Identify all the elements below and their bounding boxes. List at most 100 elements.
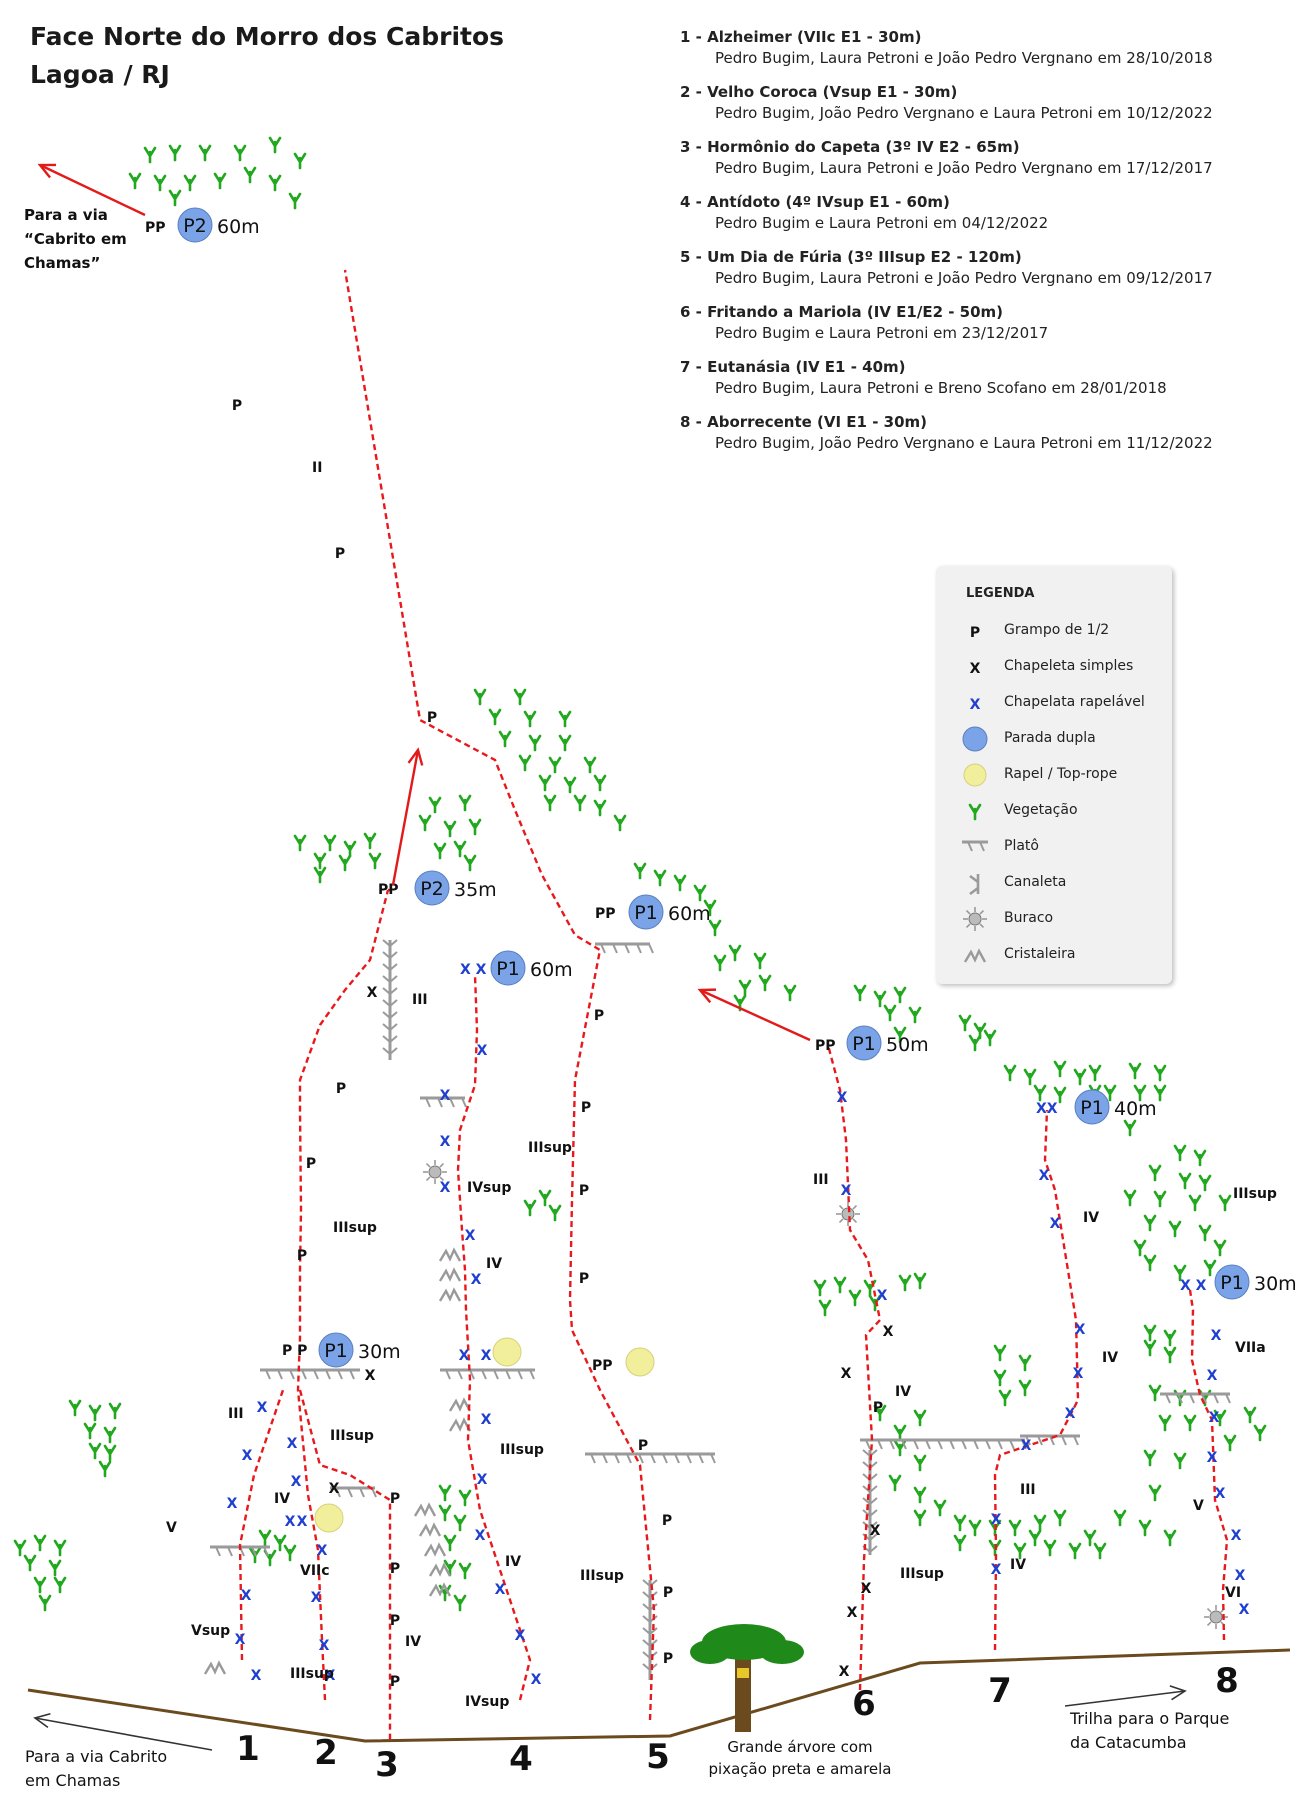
plant-icon xyxy=(368,852,382,870)
belay-length: 35m xyxy=(454,879,497,901)
plant-stem xyxy=(1143,1324,1157,1342)
plant-icon xyxy=(198,144,212,162)
plant-stem xyxy=(738,979,752,997)
crystal-icon xyxy=(418,1522,442,1537)
plant-icon xyxy=(633,862,647,880)
legend-label: Rapel / Top-rope xyxy=(1004,766,1118,782)
hole-ray xyxy=(1206,1621,1212,1627)
plant-stem xyxy=(968,803,982,821)
plant-icon xyxy=(1158,1414,1172,1432)
pin-bolt: P xyxy=(336,1081,346,1097)
plant-stem xyxy=(338,854,352,872)
plant-icon xyxy=(1193,1149,1207,1167)
plant-stem xyxy=(538,1189,552,1207)
pin-bolt: P xyxy=(390,1674,400,1690)
belay-circle-icon xyxy=(628,894,664,930)
legend-label: Cristaleira xyxy=(1004,946,1076,962)
plant-icon xyxy=(593,799,607,817)
plant-icon xyxy=(1173,1144,1187,1162)
plant-stem xyxy=(713,954,727,972)
plant-stem xyxy=(363,832,377,850)
crystal-shape xyxy=(438,1247,462,1262)
grade-label: IV xyxy=(1102,1350,1118,1366)
plant-stem xyxy=(558,710,572,728)
plant-icon xyxy=(293,152,307,170)
route-authors: Pedro Bugim, Laura Petroni e João Pedro … xyxy=(715,159,1213,177)
legend-row: Vegetação xyxy=(936,796,1172,826)
plant-stem xyxy=(458,1562,472,1580)
plant-icon xyxy=(1163,1529,1177,1547)
plant-stem xyxy=(53,1539,67,1557)
plant-icon xyxy=(458,1562,472,1580)
plant-stem xyxy=(833,1276,847,1294)
plant-stem xyxy=(543,794,557,812)
plant-stem xyxy=(103,1426,117,1444)
plant-icon xyxy=(883,1004,897,1022)
route-entry-7: 7 - Eutanásia (IV E1 - 40m)Pedro Bugim, … xyxy=(680,358,1280,397)
anchor-label: X X xyxy=(460,962,487,978)
annotation-trail: da Catacumba xyxy=(1070,1733,1187,1752)
legend-row: Parada dupla xyxy=(936,724,1172,754)
pin-bolt: P xyxy=(390,1613,400,1629)
plant-stem xyxy=(703,899,717,917)
plant-icon xyxy=(1113,1509,1127,1527)
plant-icon xyxy=(453,840,467,858)
plant-stem xyxy=(993,1369,1007,1387)
plant-stem xyxy=(593,799,607,817)
plant-icon xyxy=(103,1444,117,1462)
plant-icon xyxy=(703,899,717,917)
plant-icon xyxy=(558,734,572,752)
plant-stem xyxy=(1033,1514,1047,1532)
plant-icon xyxy=(213,172,227,190)
route-name: 5 - Um Dia de Fúria (3º IIIsup E2 - 120m… xyxy=(680,248,1022,266)
plant-icon xyxy=(168,189,182,207)
rappel-bolt: X xyxy=(287,1436,298,1452)
plant-stem xyxy=(893,986,907,1004)
crystal-shape xyxy=(438,1267,462,1282)
route-name: 8 - Aborrecente (VI E1 - 30m) xyxy=(680,413,928,431)
rappel-circle-icon xyxy=(625,1347,655,1377)
plant-stem xyxy=(498,730,512,748)
ledge-ticks xyxy=(967,841,985,852)
plant-stem xyxy=(468,818,482,836)
hole-icon xyxy=(423,1160,447,1184)
hole-icon xyxy=(836,1202,860,1226)
rappel-bolt: X xyxy=(1209,1410,1220,1426)
plant-icon xyxy=(268,174,282,192)
plant-stem xyxy=(693,884,707,902)
belay-circle-icon xyxy=(177,207,213,243)
plant-stem xyxy=(1213,1239,1227,1257)
rappel-bolt: X xyxy=(440,1180,451,1196)
plant-stem xyxy=(893,1026,907,1044)
rappel-bolt: X xyxy=(1050,1216,1061,1232)
plant-stem xyxy=(88,1442,102,1460)
belay-length: 60m xyxy=(668,903,711,925)
route-entry-5: 5 - Um Dia de Fúria (3º IIIsup E2 - 120m… xyxy=(680,248,1280,287)
pin-bolt: P xyxy=(232,398,242,414)
plant-icon xyxy=(1188,1194,1202,1212)
plant-stem xyxy=(33,1576,47,1594)
crystal-shape xyxy=(428,1562,452,1577)
plant-icon xyxy=(1123,1119,1137,1137)
plant-stem xyxy=(323,834,337,852)
plant-icon xyxy=(738,979,752,997)
plant-stem xyxy=(88,1404,102,1422)
plant-icon xyxy=(1153,1190,1167,1208)
plant-icon xyxy=(833,1276,847,1294)
simple-bolt: X xyxy=(841,1366,852,1382)
anchor-label: XX xyxy=(1036,1101,1058,1117)
plant-stem xyxy=(1158,1414,1172,1432)
route-name: 3 - Hormônio do Capeta (3º IV E2 - 65m) xyxy=(680,138,1020,156)
plant-stem xyxy=(1163,1329,1177,1347)
belay-label: P1 xyxy=(324,1340,348,1362)
plant-icon xyxy=(1148,1164,1162,1182)
plant-stem xyxy=(313,866,327,884)
simple-bolt: X xyxy=(367,985,378,1001)
plant-icon xyxy=(913,1454,927,1472)
plant-icon xyxy=(88,1404,102,1422)
plant-icon xyxy=(258,1529,272,1547)
pin-bolt: P xyxy=(663,1651,673,1667)
